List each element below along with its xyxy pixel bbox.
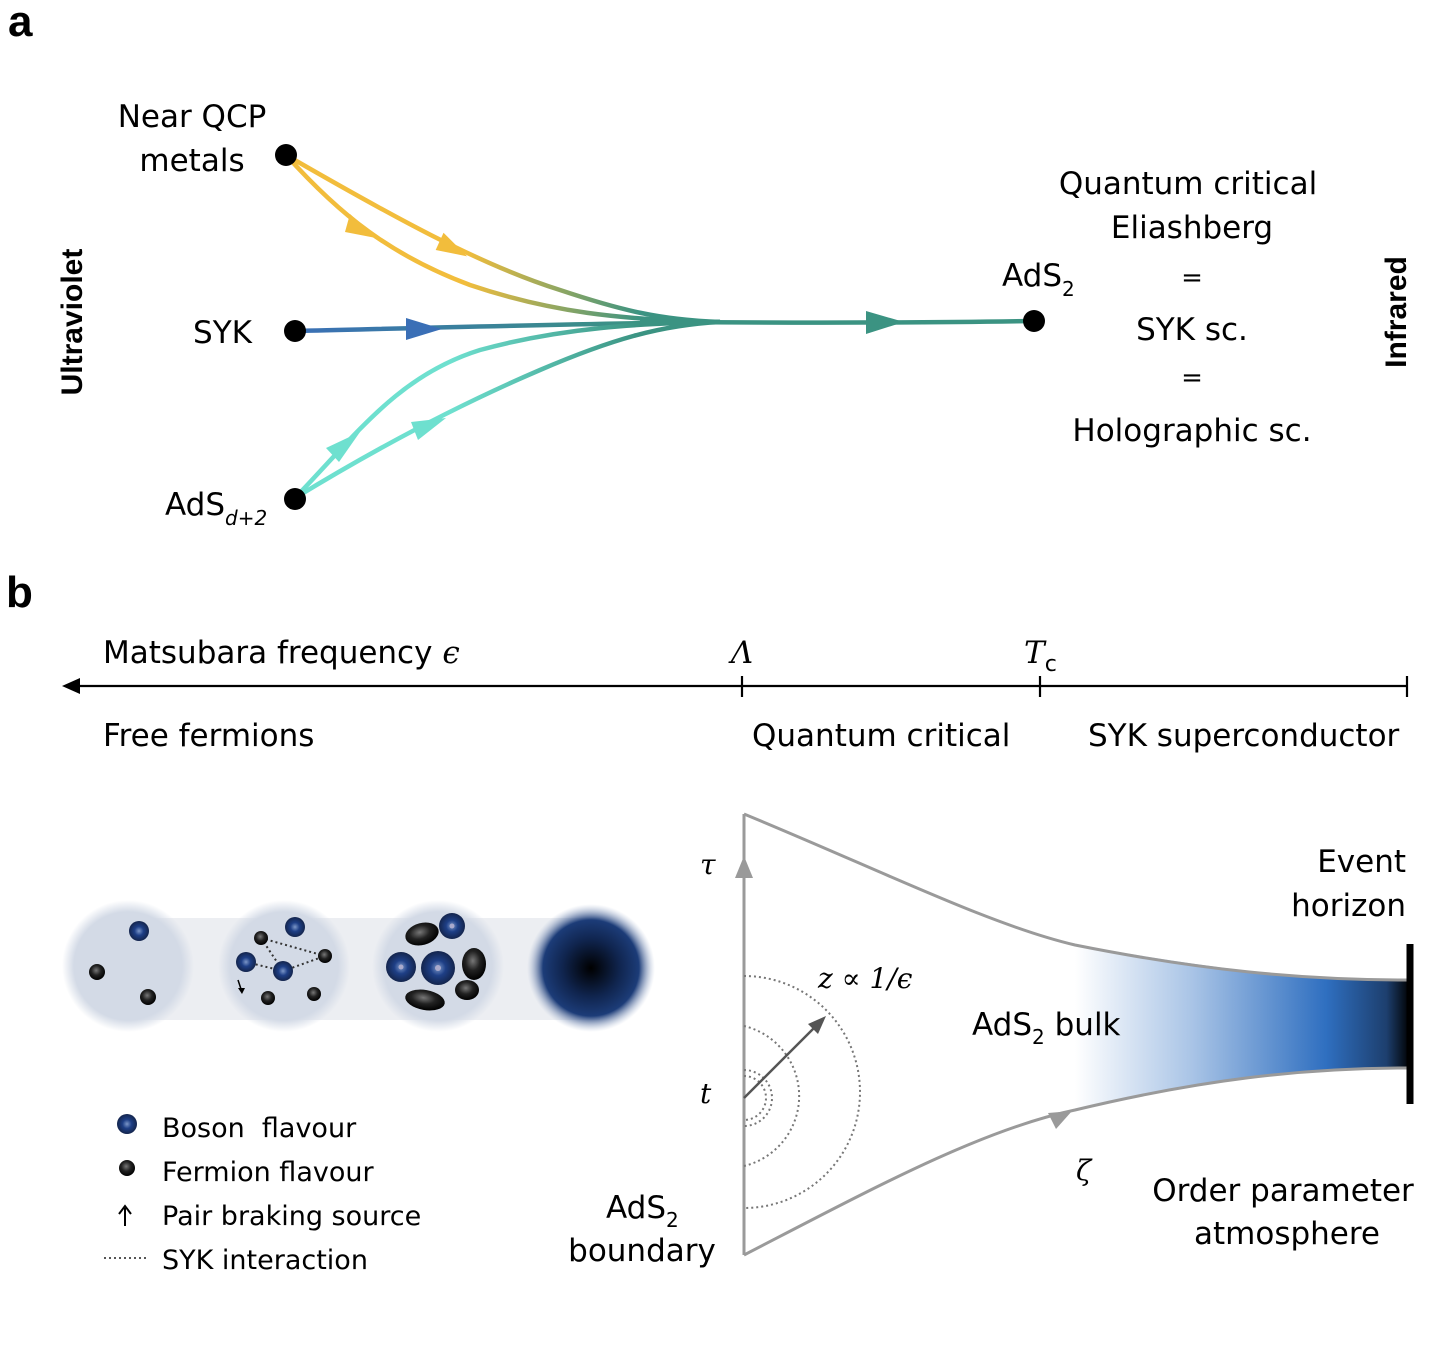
zeta-arrow-icon bbox=[1048, 1111, 1072, 1129]
boundary-label-1: AdS2 bbox=[606, 1190, 679, 1232]
node-ads2 bbox=[1023, 310, 1045, 332]
arrowhead-syk bbox=[406, 318, 442, 340]
arrowhead-qcp-upper bbox=[435, 232, 468, 257]
flow-merged bbox=[639, 318, 1035, 325]
fermion-icon bbox=[261, 991, 275, 1005]
node-adsd bbox=[284, 488, 306, 510]
equiv-line-4: SYK sc. bbox=[1136, 312, 1248, 348]
axis-lambda: Λ bbox=[728, 635, 753, 671]
fermion-icon bbox=[254, 931, 268, 945]
node-qcp bbox=[275, 144, 297, 166]
flow-qcp-upper bbox=[284, 153, 721, 325]
flow-ads-lower bbox=[293, 319, 721, 500]
cluster-free bbox=[62, 900, 194, 1032]
label-ads2: AdS2 bbox=[1002, 258, 1075, 301]
bulk-fill bbox=[1075, 945, 1410, 1110]
arrowhead-qcp-lower bbox=[345, 214, 376, 238]
up-arrow-icon bbox=[118, 1204, 132, 1226]
infrared-label: Infrared bbox=[1380, 256, 1413, 368]
equivalence-stack: Quantum critical Eliashberg = SYK sc. = … bbox=[1059, 166, 1317, 449]
fermion-icon bbox=[89, 964, 105, 980]
ultraviolet-label: Ultraviolet bbox=[56, 249, 89, 396]
label-near-qcp: Near QCP bbox=[118, 99, 267, 135]
z-arrow-line bbox=[743, 1023, 819, 1099]
tau-label: τ bbox=[700, 848, 716, 881]
arrowhead-ads-lower bbox=[411, 418, 446, 440]
label-metals: metals bbox=[139, 143, 244, 179]
arrowhead-ads-upper bbox=[326, 432, 360, 462]
legend: Boson flavour Fermion flavour Pair braki… bbox=[104, 1113, 421, 1276]
label-syk: SYK bbox=[193, 315, 253, 351]
equiv-line-1: Quantum critical bbox=[1059, 166, 1317, 202]
frequency-axis bbox=[76, 676, 1409, 697]
flow-ads-upper bbox=[293, 319, 721, 500]
boson-icon bbox=[236, 952, 256, 972]
cluster-band bbox=[120, 918, 600, 1020]
legend-boson-label: Boson flavour bbox=[162, 1113, 357, 1144]
ads2-geometry bbox=[735, 812, 1414, 1257]
equiv-line-5: = bbox=[1181, 363, 1203, 393]
boson-icon bbox=[117, 1114, 137, 1134]
lower-boundary-curve bbox=[743, 1066, 1411, 1257]
flow-qcp-lower bbox=[284, 153, 721, 325]
rg-flow-curves bbox=[284, 153, 1035, 500]
label-adsd: AdSd+2 bbox=[165, 487, 267, 530]
fermion-icon bbox=[140, 989, 156, 1005]
upper-boundary-curve bbox=[743, 812, 1411, 982]
cluster-condensate bbox=[527, 904, 655, 1032]
bulk-label: AdS2 bulk bbox=[972, 1007, 1121, 1049]
zeta-label: ζ bbox=[1076, 1154, 1093, 1187]
panel-b-label: b bbox=[6, 568, 33, 617]
node-syk bbox=[284, 320, 306, 342]
region-syk-superconductor: SYK superconductor bbox=[1088, 718, 1400, 754]
equiv-line-3: = bbox=[1181, 263, 1203, 293]
cluster-paired bbox=[372, 900, 504, 1032]
boson-icon bbox=[129, 921, 149, 941]
region-free-fermions: Free fermions bbox=[103, 718, 314, 754]
horizon-label-1: Event bbox=[1317, 844, 1406, 880]
legend-syk-label: SYK interaction bbox=[162, 1245, 368, 1276]
horizon-label-2: horizon bbox=[1291, 888, 1406, 924]
t-label: t bbox=[700, 1077, 712, 1110]
axis-title: Matsubara frequency ϵ bbox=[103, 635, 460, 671]
axis-tc: Tc bbox=[1024, 635, 1057, 677]
legend-fermion-label: Fermion flavour bbox=[162, 1157, 374, 1188]
tau-arrow-icon bbox=[735, 856, 753, 878]
flow-arrowheads bbox=[326, 214, 904, 462]
cluster-syk bbox=[218, 900, 350, 1032]
arrowhead-merged bbox=[866, 311, 904, 334]
fermion-icon bbox=[318, 949, 332, 963]
z-arrow-icon bbox=[808, 1016, 826, 1034]
axis-arrow-icon bbox=[62, 678, 80, 694]
atmosphere-label-1: Order parameter bbox=[1152, 1173, 1414, 1209]
fermion-icon bbox=[307, 987, 321, 1001]
z-relation-label: z ∝ 1/ϵ bbox=[817, 962, 913, 995]
radial-dotted-arcs bbox=[743, 975, 861, 1209]
panel-a-label: a bbox=[8, 0, 33, 46]
cluster-evolution bbox=[62, 900, 655, 1032]
region-quantum-critical: Quantum critical bbox=[752, 718, 1010, 754]
legend-pair-label: Pair braking source bbox=[162, 1201, 421, 1232]
fermion-icon bbox=[119, 1160, 135, 1176]
equiv-line-2: Eliashberg bbox=[1111, 210, 1273, 246]
atmosphere-label-2: atmosphere bbox=[1194, 1216, 1380, 1252]
equiv-line-6: Holographic sc. bbox=[1072, 413, 1311, 449]
boson-icon bbox=[273, 961, 293, 981]
boson-icon bbox=[285, 917, 305, 937]
boundary-label-2: boundary bbox=[568, 1233, 716, 1269]
